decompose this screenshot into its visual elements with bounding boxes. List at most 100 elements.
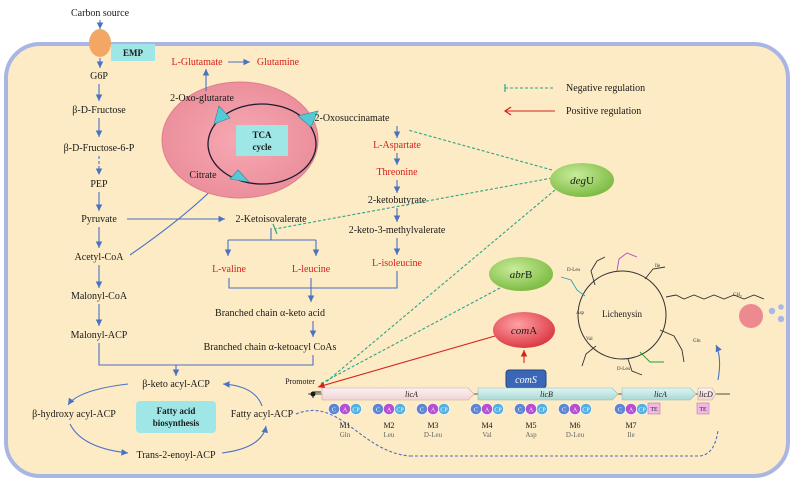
module-2-id: M2 — [383, 421, 394, 430]
module-2-cp-label: CP — [396, 408, 404, 414]
module-1-c-label: C — [332, 408, 336, 414]
licD-label: licD — [699, 390, 713, 399]
bc-keto-acid-node: Branched chain α-keto acid — [215, 308, 325, 319]
glutamine-node: Glutamine — [257, 57, 300, 68]
licA2-gene — [621, 387, 697, 401]
b-fructose-6p-node: β-D-Fructose-6-P — [64, 143, 135, 154]
abrB-label: abrB — [510, 269, 533, 281]
module-6-id: M6 — [569, 421, 580, 430]
module-5-id: M5 — [525, 421, 536, 430]
pyruvate-node: Pyruvate — [81, 214, 117, 225]
legend-negative-label: Negative regulation — [566, 83, 645, 94]
fatty-acyl-acp-node: Fatty acyl-ACP — [231, 409, 294, 420]
module-6-cp-label: CP — [582, 408, 590, 414]
licB-label: licB — [540, 390, 553, 399]
ring-dleu-label-2: D-Leu — [617, 367, 631, 372]
te-domain-1 — [647, 402, 661, 415]
module-2-amino-acid: Leu — [384, 431, 395, 439]
tca-cycle-box — [236, 125, 288, 156]
keto-methylvalerate-node: 2-keto-3-methylvalerate — [349, 225, 446, 236]
fatty-acid-biosynthesis-box — [136, 401, 216, 433]
module-7-cp-domain — [636, 403, 648, 415]
module-5-cp-domain — [536, 403, 548, 415]
lichenysin-label: Lichenysin — [602, 309, 642, 319]
threonine-node: Threonine — [376, 167, 418, 178]
module-7-id: M7 — [625, 421, 636, 430]
module-4-c-label: C — [474, 408, 478, 414]
module-1-amino-acid: Gln — [340, 431, 351, 439]
module-4-cp-label: CP — [494, 408, 502, 414]
licD-gene — [697, 387, 717, 401]
ring-tail-label: CH₃ — [733, 293, 742, 298]
module-3-id: M3 — [427, 421, 438, 430]
degU-label: degU — [570, 175, 594, 187]
abrB-node — [489, 257, 553, 291]
trans-enoyl-acp-node: Trans-2-enoyl-ACP — [136, 450, 216, 461]
module-6-amino-acid: D-Leu — [566, 431, 585, 439]
l-isoleucine-node: L-isoleucine — [372, 258, 423, 269]
module-3-c-label: C — [420, 408, 424, 414]
ketoisovalerate-node: 2-Ketoisovalerate — [235, 214, 307, 225]
ring-dleu-label-1: D-Leu — [567, 268, 581, 273]
b-hydroxy-acyl-acp-node: β-hydroxy acyl-ACP — [32, 409, 116, 420]
module-3-a-label: A — [431, 408, 436, 414]
acetyl-coa-node: Acetyl-CoA — [75, 252, 125, 263]
module-1-cp-label: CP — [352, 408, 360, 414]
pep-node: PEP — [90, 179, 108, 190]
b-keto-acyl-acp-node: β-keto acyl-ACP — [142, 379, 210, 390]
licA2-label: licA — [654, 390, 667, 399]
l-glutamate-node: L-Glutamate — [171, 57, 223, 68]
module-5-cp-label: CP — [538, 408, 546, 414]
module-6-c-label: C — [562, 408, 566, 414]
ring-gln-label: Gln — [693, 339, 701, 344]
module-7-c-label: C — [618, 408, 622, 414]
cycle-label: cycle — [253, 142, 272, 152]
comA-label: comA — [511, 325, 537, 337]
degU-node — [550, 163, 614, 197]
fas-label-2: biosynthesis — [153, 418, 200, 428]
tca-label: TCA — [252, 130, 272, 140]
module-2-a-label: A — [387, 408, 392, 414]
fas-label-1: Fatty acid — [157, 406, 196, 416]
module-5-amino-acid: Asp — [525, 431, 537, 439]
lichenysin-structure: Lichenysin Gln Asp Val D-Leu D-Leu Ile C… — [560, 252, 765, 376]
carbon-source-label: Carbon source — [71, 8, 130, 19]
licB-gene — [477, 387, 619, 401]
malonyl-coa-node: Malonyl-CoA — [71, 291, 128, 302]
te-label-2: TE — [699, 407, 707, 413]
module-7-a-label: A — [629, 408, 634, 414]
emp-box — [111, 44, 155, 61]
module-1-id: M1 — [339, 421, 350, 430]
l-leucine-node: L-leucine — [292, 264, 331, 275]
ring-ile-label: Ile — [655, 264, 661, 269]
ketobutyrate-node: 2-ketobutyrate — [368, 195, 427, 206]
module-3-cp-domain — [438, 403, 450, 415]
comS-label: comS — [515, 375, 537, 386]
module-5-c-label: C — [518, 408, 522, 414]
module-5-a-label: A — [529, 408, 534, 414]
module-4-cp-domain — [492, 403, 504, 415]
licA-label: licA — [405, 390, 418, 399]
comA-node — [493, 312, 555, 348]
module-1-cp-domain — [350, 403, 362, 415]
bc-ketoacyl-node: Branched chain α-ketoacyl CoAs — [204, 342, 337, 353]
b-fructose-node: β-D-Fructose — [72, 105, 126, 116]
promoter-label: Promoter — [285, 377, 315, 386]
module-4-amino-acid: Val — [482, 431, 491, 439]
te-label-1: TE — [650, 407, 658, 413]
l-aspartate-node: L-Aspartate — [373, 140, 421, 151]
ring-asp-label: Asp — [576, 311, 585, 316]
module-4-a-label: A — [485, 408, 490, 414]
module-7-cp-label: CP — [638, 408, 646, 414]
malonyl-acp-node: Malonyl-ACP — [71, 330, 128, 341]
oxosuccinamate-node: 2-Oxosuccinamate — [315, 113, 391, 124]
emp-label: EMP — [123, 48, 143, 58]
citrate-node: Citrate — [189, 170, 217, 181]
g6p-node: G6P — [90, 71, 108, 82]
module-3-cp-label: CP — [440, 408, 448, 414]
module-6-cp-domain — [580, 403, 592, 415]
ring-val-label: Val — [586, 337, 593, 342]
module-2-cp-domain — [394, 403, 406, 415]
